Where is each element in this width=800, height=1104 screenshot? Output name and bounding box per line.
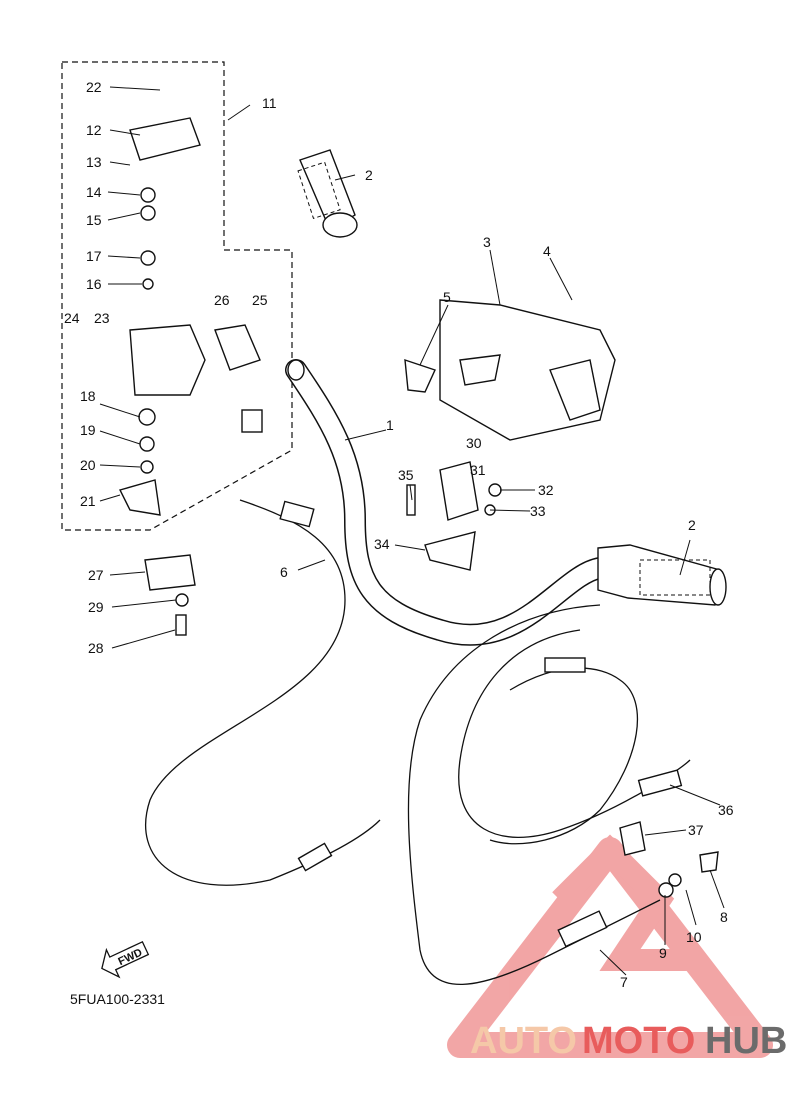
callout-15: 15: [86, 212, 102, 228]
callout-36: 36: [718, 802, 734, 818]
callout-2: 2: [688, 517, 696, 533]
svg-text:AUTO: AUTO: [470, 1020, 577, 1062]
leader-lines: [99, 86, 725, 976]
callout-14: 14: [86, 184, 102, 200]
callout-1: 1: [386, 417, 394, 433]
callout-8: 8: [720, 909, 728, 925]
callout-20: 20: [80, 457, 96, 473]
handlebar-cover: [404, 299, 616, 441]
switch-body: [118, 117, 263, 636]
callout-4: 4: [543, 243, 551, 259]
callout-32: 32: [538, 482, 554, 498]
left-grip: [297, 149, 358, 238]
cables: [145, 499, 719, 986]
switch-group-outline: [61, 61, 293, 531]
callout-labels: 1 2 2 3 4 5 6 7 8 9 10 11 12 13 14 15 16…: [64, 79, 734, 990]
callout-9: 9: [659, 945, 667, 961]
callout-24: 24: [64, 310, 80, 326]
callout-2: 2: [365, 167, 373, 183]
watermark-logo: [447, 834, 773, 1058]
callout-31: 31: [470, 462, 486, 478]
callout-22: 22: [86, 79, 102, 95]
callout-5: 5: [443, 289, 451, 305]
callout-33: 33: [530, 503, 546, 519]
callout-37: 37: [688, 822, 704, 838]
callout-27: 27: [88, 567, 104, 583]
watermark-text: AUTO MOTO HUB: [470, 1020, 787, 1062]
callout-29: 29: [88, 599, 104, 615]
callout-11: 11: [262, 95, 277, 111]
callout-19: 19: [80, 422, 96, 438]
callout-28: 28: [88, 640, 104, 656]
callout-18: 18: [80, 388, 96, 404]
callout-6: 6: [280, 564, 288, 580]
svg-text:HUB: HUB: [705, 1020, 787, 1062]
callout-30: 30: [466, 435, 482, 451]
throttle-housing: [406, 461, 502, 571]
diagram-code: 5FUA100-2331: [70, 991, 165, 1007]
callout-13: 13: [86, 154, 102, 170]
callout-16: 16: [86, 276, 102, 292]
svg-text:MOTO: MOTO: [582, 1020, 695, 1062]
handlebar: [285, 359, 611, 646]
fwd-label: FWD: [116, 947, 144, 968]
callout-21: 21: [80, 493, 96, 509]
callout-25: 25: [252, 292, 268, 308]
right-grip: [597, 544, 727, 606]
callout-10: 10: [686, 929, 702, 945]
callout-12: 12: [86, 122, 102, 138]
callout-26: 26: [214, 292, 230, 308]
forward-arrow-icon: FWD: [101, 940, 150, 979]
callout-17: 17: [86, 248, 102, 264]
callout-35: 35: [398, 467, 414, 483]
callout-23: 23: [94, 310, 110, 326]
callout-7: 7: [620, 974, 628, 990]
callout-3: 3: [483, 234, 491, 250]
callout-34: 34: [374, 536, 390, 552]
